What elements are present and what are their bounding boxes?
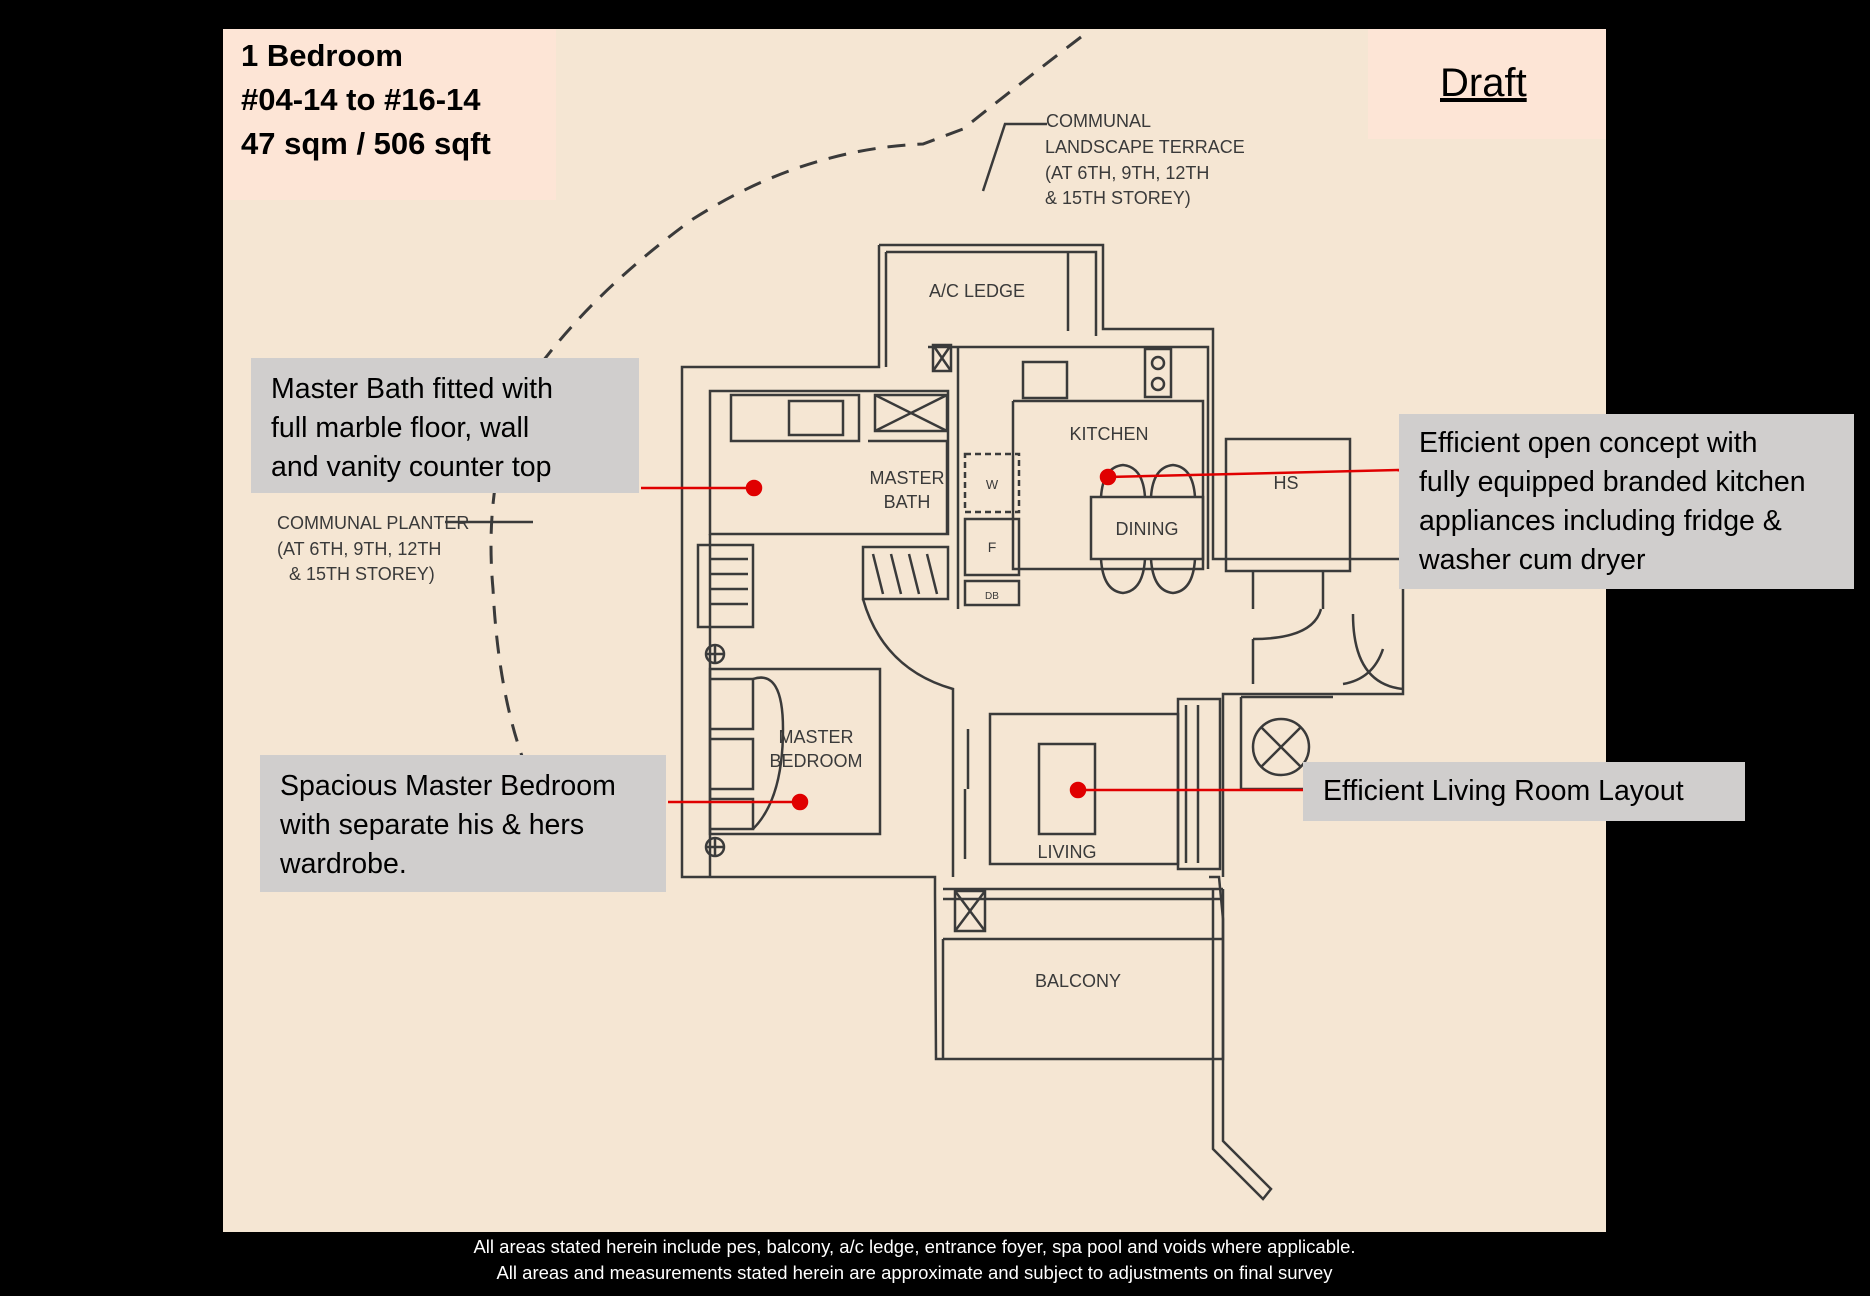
callout-living: Efficient Living Room Layout [1303,762,1745,821]
hs-label: HS [1273,473,1298,493]
floor-plan-area: A/C LEDGE COMMUNAL LANDSCAPE TERRACE (AT… [223,29,1606,1232]
callout-master-bath-line-1: Master Bath fitted with [271,373,553,405]
callout-bedroom-line-3: wardrobe. [280,848,407,880]
planter-label-1: COMMUNAL PLANTER [277,513,469,533]
landscape-label-2: LANDSCAPE TERRACE [1045,137,1245,157]
callout-master-bath-line-2: full marble floor, wall [271,412,530,444]
unit-numbers: #04-14 to #16-14 [241,82,481,117]
callout-kitchen: Efficient open concept with fully equipp… [1399,414,1854,589]
landscape-label-1: COMMUNAL [1046,111,1151,131]
callout-kitchen-line-4: washer cum dryer [1419,544,1646,576]
floor-plan-drawing: A/C LEDGE COMMUNAL LANDSCAPE TERRACE (AT… [277,35,1405,1201]
unit-area: 47 sqm / 506 sqft [241,126,491,161]
kitchen-pointer-dot [1099,468,1117,486]
callout-living-line-1: Efficient Living Room Layout [1323,775,1684,807]
master-bath-label-1: MASTER [869,468,944,488]
kitchen-label: KITCHEN [1069,424,1148,444]
living-label: LIVING [1037,842,1096,862]
dining-label: DINING [1116,519,1179,539]
callout-master-bath-line-3: and vanity counter top [271,451,552,483]
master-bedroom-label-2: BEDROOM [769,751,862,771]
unit-type: 1 Bedroom [241,38,403,73]
unit-info-box: 1 Bedroom #04-14 to #16-14 47 sqm / 506 … [223,29,556,200]
planter-label-3: & 15TH STOREY) [289,564,435,584]
draft-watermark-box: Draft [1368,29,1606,139]
footer-disclaimer-1: All areas stated herein include pes, bal… [473,1236,1356,1257]
callout-kitchen-line-1: Efficient open concept with [1419,427,1758,459]
landscape-label-3: (AT 6TH, 9TH, 12TH [1045,163,1209,183]
footer-disclaimer-2: All areas and measurements stated herein… [496,1262,1333,1283]
kitchen-pointer-line [1107,468,1400,479]
callout-bedroom: Spacious Master Bedroom with separate hi… [260,755,666,892]
landscape-label-4: & 15TH STOREY) [1045,188,1191,208]
draft-label: Draft [1440,61,1527,105]
master-bedroom-label-1: MASTER [778,727,853,747]
callout-kitchen-line-2: fully equipped branded kitchen [1419,466,1806,498]
db-label: DB [985,591,999,602]
callout-master-bath: Master Bath fitted with full marble floo… [251,358,639,493]
washer-label: W [986,477,999,492]
ac-ledge-label: A/C LEDGE [929,281,1025,301]
living-pointer-dot [1069,781,1087,799]
callout-bedroom-line-2: with separate his & hers [280,809,585,841]
callout-kitchen-line-3: appliances including fridge & [1419,505,1782,537]
callout-bedroom-line-1: Spacious Master Bedroom [280,770,616,802]
planter-label-2: (AT 6TH, 9TH, 12TH [277,539,441,559]
bedroom-pointer-dot [791,793,809,811]
balcony-label: BALCONY [1035,971,1121,991]
bath-pointer-dot [745,479,763,497]
fridge-label: F [988,539,997,555]
master-bath-label-2: BATH [884,492,931,512]
